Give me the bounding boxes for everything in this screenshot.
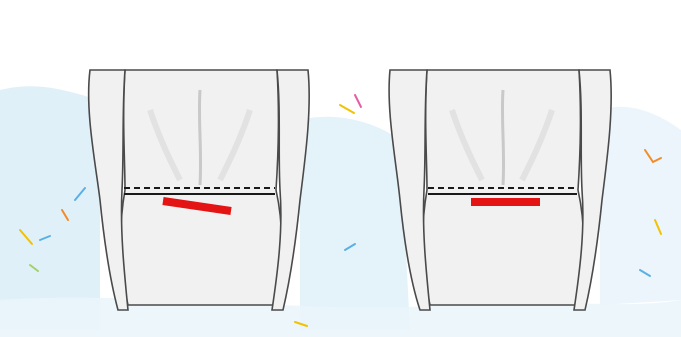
confetti-stroke bbox=[355, 95, 361, 107]
wash-left bbox=[0, 86, 100, 330]
confetti-stroke bbox=[340, 105, 354, 113]
spine-shade bbox=[502, 90, 503, 185]
right-back-figure bbox=[389, 70, 611, 310]
spine-shade bbox=[199, 90, 200, 185]
wash-right bbox=[600, 107, 681, 305]
left-back-figure bbox=[89, 70, 310, 310]
